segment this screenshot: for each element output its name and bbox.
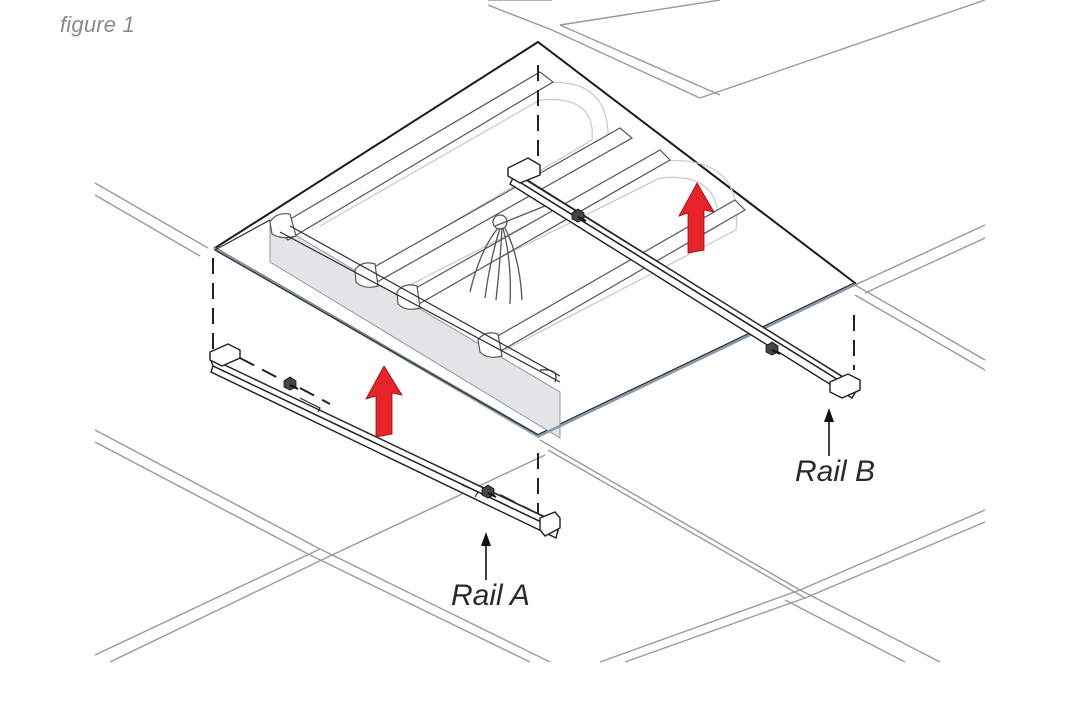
rail-a bbox=[208, 343, 561, 540]
screw-icon bbox=[283, 376, 299, 391]
figure-caption: figure 1 bbox=[60, 12, 135, 37]
pointer-arrow-icon bbox=[481, 532, 491, 546]
lift-arrow-icons bbox=[365, 182, 715, 438]
screw-icon bbox=[571, 208, 587, 223]
alignment-guides bbox=[212, 65, 855, 520]
rail-b bbox=[507, 157, 861, 399]
screw-icons bbox=[283, 208, 781, 499]
screw-icon bbox=[765, 341, 781, 356]
rail-b-label: Rail B bbox=[795, 455, 876, 488]
light-fixture bbox=[213, 40, 857, 439]
ceiling-grid bbox=[94, 0, 986, 663]
up-arrow-icon bbox=[365, 365, 403, 438]
pointer-arrows bbox=[481, 408, 834, 580]
screw-icon bbox=[481, 484, 497, 499]
pointer-arrow-icon bbox=[824, 408, 834, 422]
rail-a-label: Rail A bbox=[451, 579, 530, 612]
up-arrow-icon bbox=[678, 182, 715, 254]
